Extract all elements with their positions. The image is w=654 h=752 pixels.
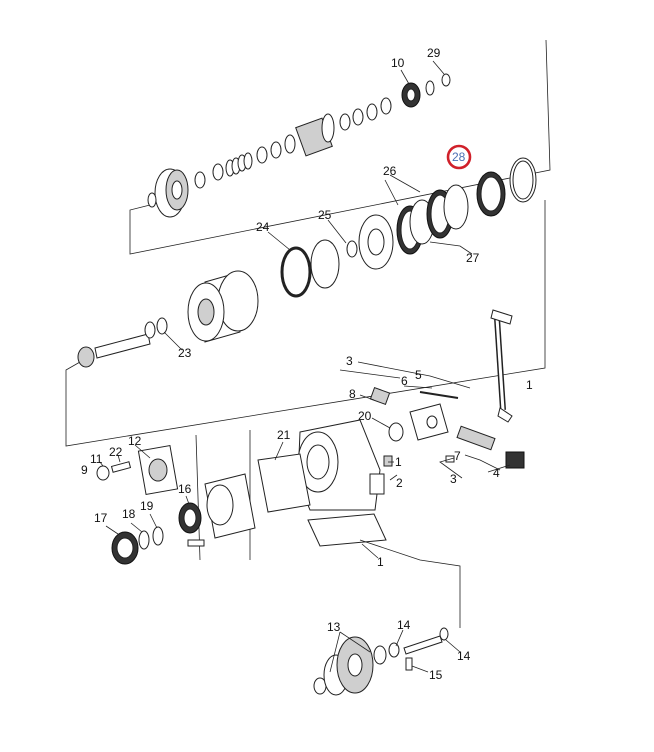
callout-26[interactable]: 26 — [383, 164, 397, 178]
callout-16[interactable]: 16 — [178, 482, 192, 496]
callout-14-left[interactable]: 14 — [397, 618, 411, 632]
callout-17[interactable]: 17 — [94, 511, 108, 525]
callout-19[interactable]: 19 — [140, 499, 154, 513]
callout-12[interactable]: 12 — [128, 434, 142, 448]
gaskets — [257, 453, 387, 547]
flange-assembly — [96, 444, 256, 565]
main-housing — [297, 419, 393, 511]
hydraulic-line — [490, 309, 513, 423]
callout-2[interactable]: 2 — [396, 476, 403, 490]
callout-9[interactable]: 9 — [81, 463, 88, 477]
callout-25[interactable]: 25 — [318, 208, 332, 222]
spring — [225, 152, 253, 177]
callout-18[interactable]: 18 — [122, 507, 136, 521]
clutch-pack — [346, 157, 537, 270]
leader-lines — [99, 60, 511, 673]
callout-6[interactable]: 6 — [401, 374, 408, 388]
callout-22[interactable]: 22 — [109, 445, 123, 459]
lower-shaft — [77, 317, 168, 368]
top-shaft-assembly — [147, 73, 451, 218]
callout-23[interactable]: 23 — [178, 346, 192, 360]
callout-28[interactable]: 28 — [452, 150, 466, 164]
callout-20[interactable]: 20 — [358, 409, 372, 423]
callout-1-gasket[interactable]: 1 — [377, 555, 384, 569]
callout-labels: 29 10 28 26 25 24 27 23 1 3 5 6 8 20 12 … — [81, 46, 533, 682]
callout-27[interactable]: 27 — [466, 251, 480, 265]
callout-5[interactable]: 5 — [415, 368, 422, 382]
callout-24[interactable]: 24 — [256, 220, 270, 234]
callout-11[interactable]: 11 — [90, 452, 103, 466]
callout-1-mid[interactable]: 1 — [395, 455, 402, 469]
callout-15[interactable]: 15 — [429, 668, 443, 682]
drum-assembly — [187, 239, 340, 343]
callout-8[interactable]: 8 — [349, 387, 356, 401]
bottom-gear-assembly — [313, 627, 449, 696]
callout-7[interactable]: 7 — [454, 449, 461, 463]
callout-1-top[interactable]: 1 — [526, 378, 533, 392]
callout-13[interactable]: 13 — [327, 620, 341, 634]
assembly-frames — [65, 39, 551, 561]
callout-4[interactable]: 4 — [493, 466, 500, 480]
callout-10[interactable]: 10 — [391, 56, 405, 70]
callout-14-right[interactable]: 14 — [457, 649, 471, 663]
callout-3-bottom[interactable]: 3 — [450, 472, 457, 486]
callout-3-top[interactable]: 3 — [346, 354, 353, 368]
callout-21[interactable]: 21 — [277, 428, 291, 442]
highlighted-part-28[interactable]: 28 — [446, 144, 472, 170]
callout-29[interactable]: 29 — [427, 46, 441, 60]
